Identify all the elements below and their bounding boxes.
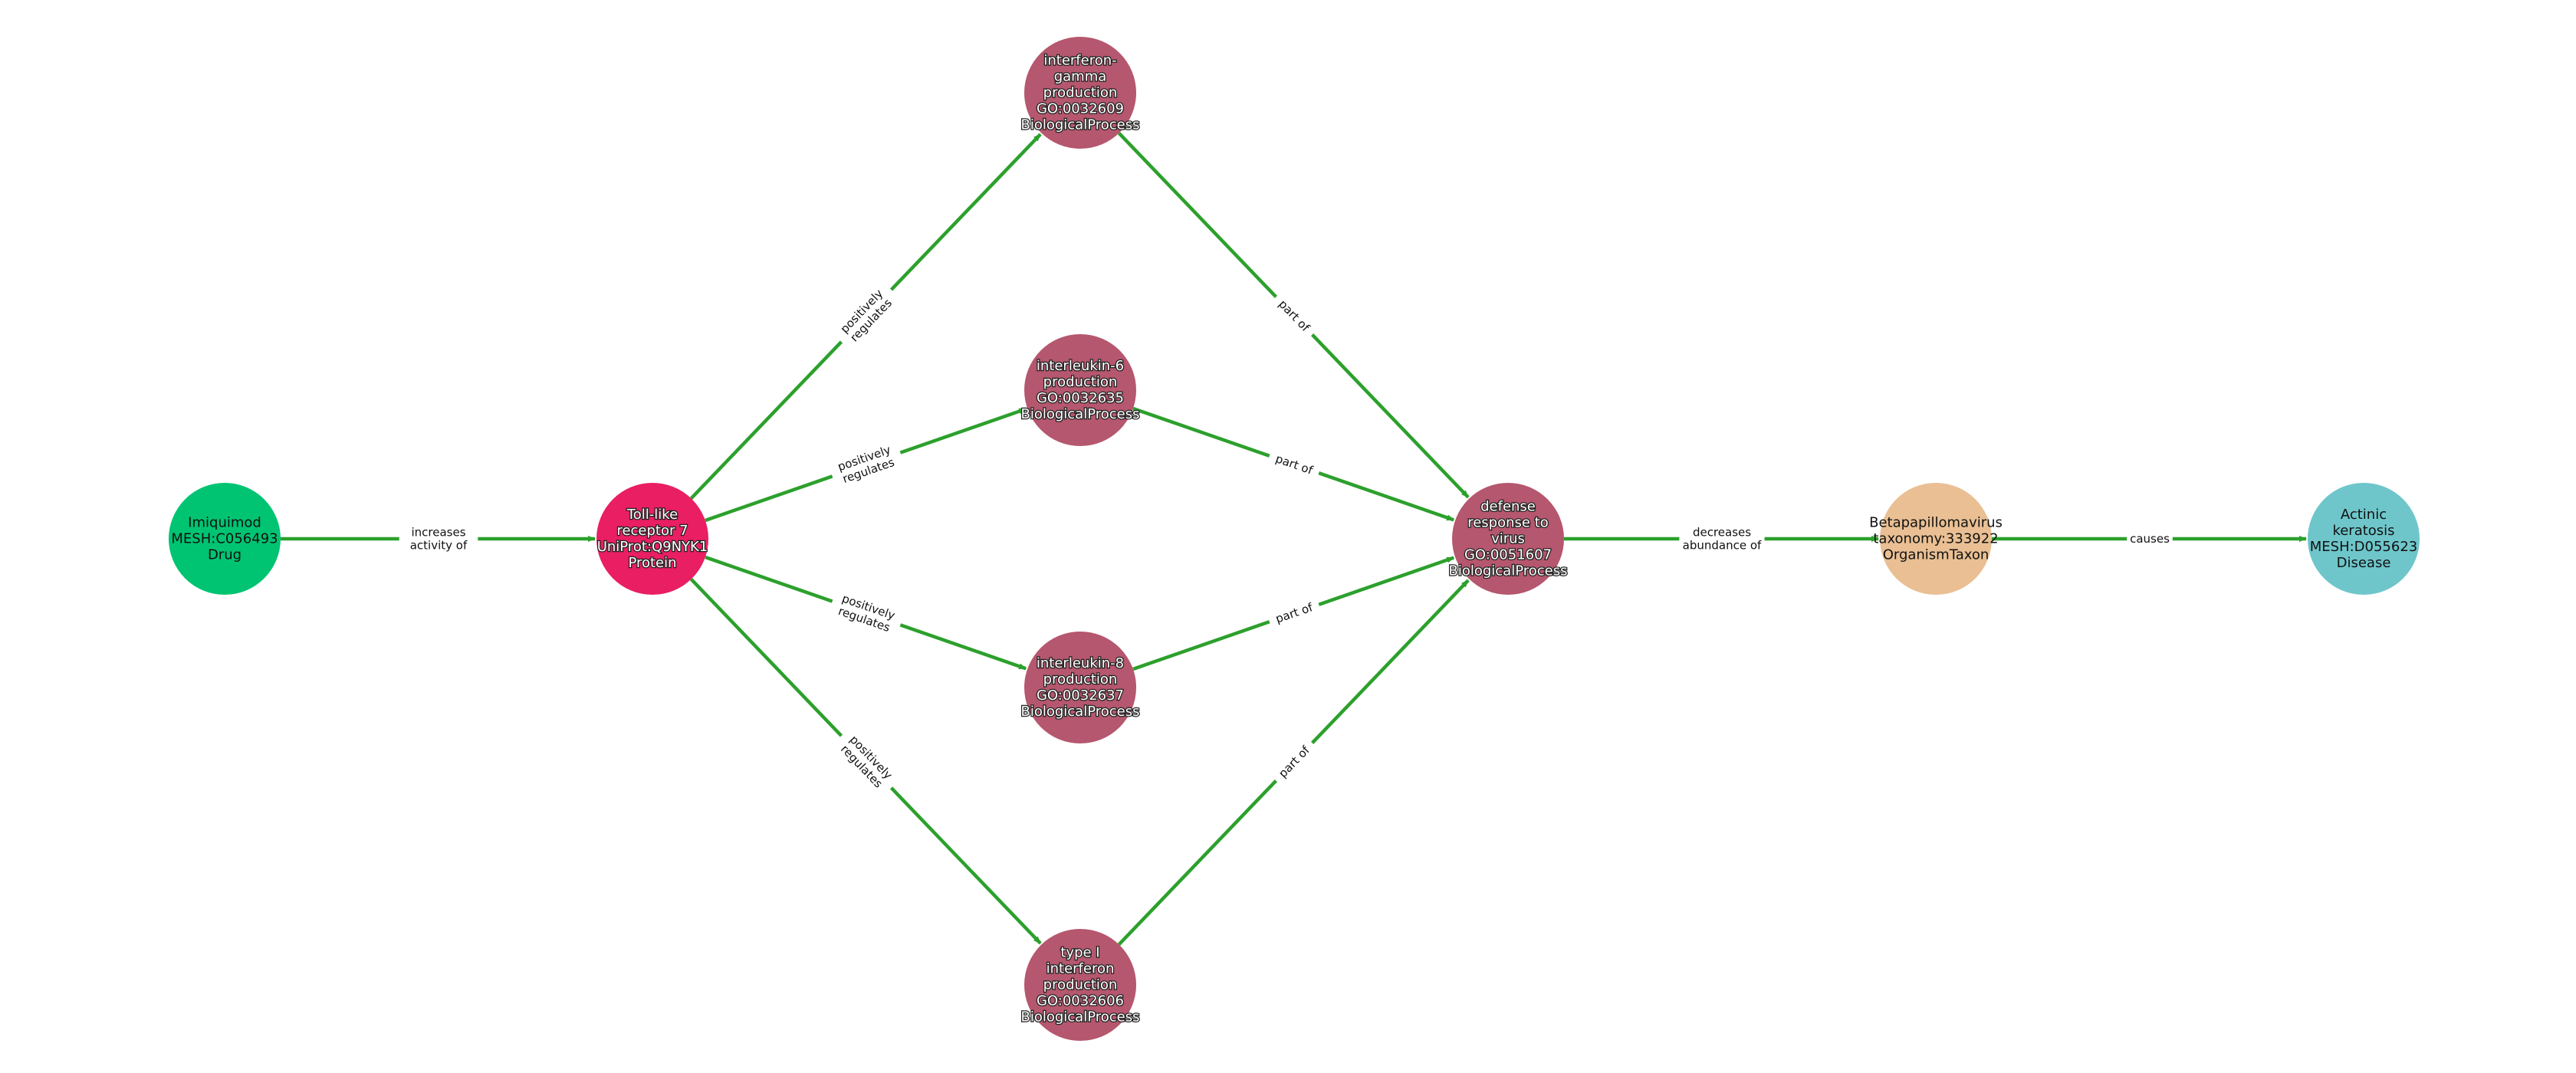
node-label: MESH:C056493 bbox=[171, 531, 278, 547]
node-label: BiologicalProcess bbox=[1020, 1009, 1139, 1025]
node-circle[interactable] bbox=[1024, 334, 1136, 446]
edge-label: abundance of bbox=[1683, 539, 1762, 553]
edge-label-background bbox=[1267, 596, 1322, 631]
node-circle[interactable] bbox=[1024, 632, 1136, 743]
node-label: OrganismTaxon bbox=[1883, 547, 1990, 563]
edges-layer bbox=[281, 132, 2307, 946]
node-label: taxonomy:333922 bbox=[1873, 531, 1998, 547]
node-label: GO:0032606 bbox=[1037, 993, 1124, 1009]
node-label: BiologicalProcess bbox=[1448, 563, 1567, 579]
edge-label: increases bbox=[411, 526, 465, 540]
node-circle[interactable] bbox=[1880, 483, 1992, 595]
node-label: defense bbox=[1480, 499, 1536, 515]
node-label: interleukin-6 bbox=[1037, 358, 1124, 374]
node-label: MESH:D055623 bbox=[2310, 539, 2418, 555]
edge-label-background bbox=[399, 523, 478, 554]
node-circle[interactable] bbox=[169, 483, 281, 595]
node-label: production bbox=[1043, 671, 1118, 687]
node-label: GO:0032637 bbox=[1037, 687, 1124, 704]
node-label: Actinic bbox=[2341, 507, 2387, 523]
node-label: Protein bbox=[628, 555, 676, 571]
node-label: receptor 7 bbox=[616, 523, 688, 539]
node-label: Disease bbox=[2337, 555, 2391, 571]
edge-label-background bbox=[1267, 447, 1322, 482]
edge-label-group: part of bbox=[1270, 290, 1319, 341]
node-il8[interactable]: interleukin-8productionGO:0032637Biologi… bbox=[1020, 632, 1141, 743]
edge-label-background bbox=[830, 279, 902, 353]
node-label: GO:0051607 bbox=[1464, 547, 1552, 563]
node-label: GO:0032609 bbox=[1037, 101, 1124, 117]
edge-label-background bbox=[2127, 530, 2173, 548]
node-ifn1[interactable]: type IinterferonproductionGO:0032606Biol… bbox=[1020, 929, 1141, 1041]
edge-label-group: part of bbox=[1270, 737, 1319, 787]
edge-label-background bbox=[827, 586, 905, 640]
edge-label-group: part of bbox=[1267, 447, 1322, 482]
node-il6[interactable]: interleukin-6productionGO:0032635Biologi… bbox=[1020, 334, 1141, 446]
node-label: Imiquimod bbox=[188, 515, 261, 531]
node-label: BiologicalProcess bbox=[1020, 704, 1139, 720]
node-label: type I bbox=[1060, 945, 1099, 961]
node-label: interferon- bbox=[1043, 53, 1116, 69]
node-betapapilloma[interactable]: Betapapillomavirustaxonomy:333922Organis… bbox=[1869, 483, 2003, 595]
node-label: response to bbox=[1467, 515, 1549, 531]
node-label: keratosis bbox=[2332, 523, 2394, 539]
edge-label-group: part of bbox=[1267, 596, 1322, 631]
node-label: UniProt:Q9NYK1 bbox=[597, 539, 708, 555]
edge-label: decreases bbox=[1693, 526, 1751, 540]
edge-label: activity of bbox=[410, 539, 468, 553]
node-circle[interactable] bbox=[1024, 37, 1136, 149]
node-label: Drug bbox=[208, 547, 242, 563]
node-circle[interactable] bbox=[1024, 929, 1136, 1041]
node-label: gamma bbox=[1054, 69, 1107, 85]
node-label: production bbox=[1043, 977, 1118, 993]
node-circle[interactable] bbox=[1452, 483, 1564, 595]
edge-label-background bbox=[827, 438, 905, 491]
edge-label-background bbox=[1270, 290, 1319, 341]
edge-label-background bbox=[1679, 523, 1765, 554]
node-label: BiologicalProcess bbox=[1020, 406, 1139, 422]
edge-label: part of bbox=[1276, 743, 1313, 780]
node-label: interferon bbox=[1046, 961, 1115, 977]
edge-label: part of bbox=[1276, 297, 1313, 335]
node-label: production bbox=[1043, 374, 1118, 390]
node-label: interleukin-8 bbox=[1037, 655, 1124, 671]
node-label: production bbox=[1043, 85, 1118, 101]
edge-label-background bbox=[830, 725, 902, 799]
node-circle[interactable] bbox=[596, 483, 708, 595]
edge-label-group: causes bbox=[2127, 530, 2173, 548]
node-label: BiologicalProcess bbox=[1020, 117, 1139, 133]
node-label: GO:0032635 bbox=[1037, 390, 1124, 406]
edge-label: causes bbox=[2130, 532, 2170, 546]
node-label: Betapapillomavirus bbox=[1869, 515, 2003, 531]
node-circle[interactable] bbox=[2308, 483, 2420, 595]
node-label: virus bbox=[1491, 531, 1525, 547]
node-ifng[interactable]: interferon-gammaproductionGO:0032609Biol… bbox=[1020, 37, 1141, 149]
edge-label-background bbox=[1270, 737, 1319, 787]
node-label: Toll-like bbox=[626, 507, 678, 523]
